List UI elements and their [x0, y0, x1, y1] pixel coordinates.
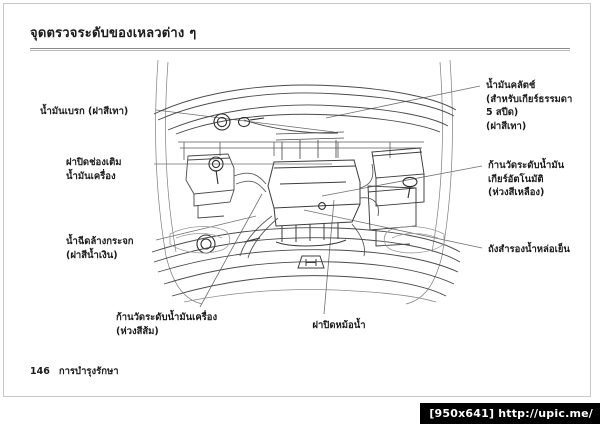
callout-clutch-fluid: น้ำมันคลัตช์ (สำหรับเกียร์ธรรมดา 5 สปีด)…: [486, 80, 573, 132]
callout-engine-oil-dipstick: ก้านวัดระดับน้ำมันเครื่อง (ห่วงสีส้ม): [116, 312, 218, 337]
title-rule-secondary: [30, 50, 570, 51]
callout-radiator-cap: ฝาปิดหม้อน้ำ: [312, 320, 366, 331]
watermark-url: http://upic.me/: [498, 407, 593, 420]
page-footer: 146 การบำรุงรักษา: [30, 364, 119, 379]
title-rule: [30, 48, 570, 49]
engine-bay-illustration: [124, 56, 484, 306]
watermark-bar: [950x641] http://upic.me/: [420, 403, 600, 424]
callout-auto-trans-dipstick: ก้านวัดระดับน้ำมัน เกียร์อัตโนมัติ (ห่วง…: [488, 160, 565, 198]
manual-page: จุดตรวจระดับของเหลวต่าง ๆ: [3, 3, 591, 397]
footer-section-title: การบำรุงรักษา: [58, 366, 119, 377]
watermark-dimensions: [950x641]: [429, 407, 495, 420]
callout-windshield-washer: น้ำฉีดล้างกระจก (ฝาสีน้ำเงิน): [66, 236, 134, 261]
footer-page-number: 146: [30, 366, 50, 377]
callout-brake-fluid: น้ำมันเบรก (ฝาสีเทา): [40, 106, 129, 117]
callout-coolant-reservoir: ถังสำรองน้ำหล่อเย็น: [488, 244, 570, 255]
callout-engine-oil-filler-cap: ฝาปิดช่องเติม น้ำมันเครื่อง: [66, 157, 122, 182]
page-title: จุดตรวจระดับของเหลวต่าง ๆ: [30, 26, 197, 41]
